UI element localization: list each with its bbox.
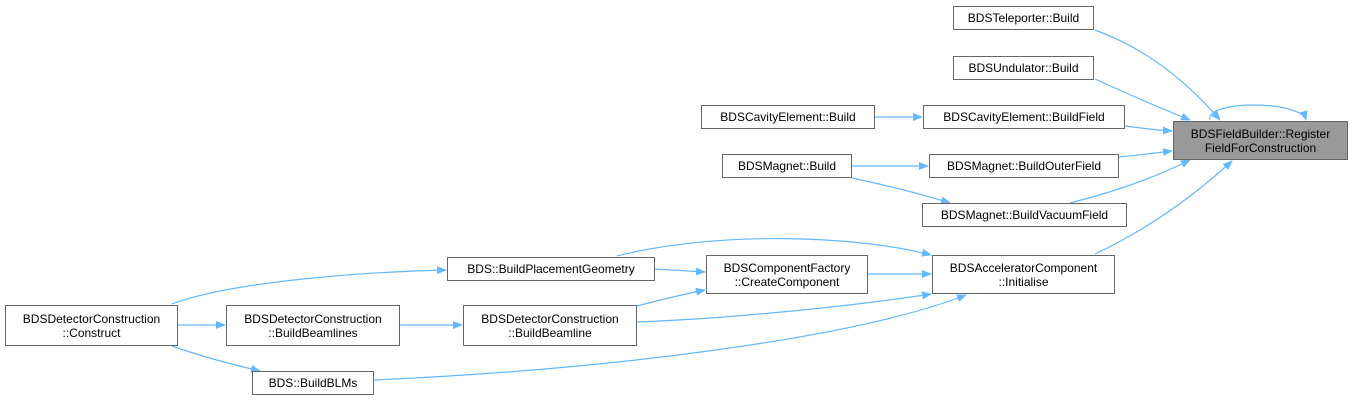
node-bdsdetectorconstruction-buildbeamline[interactable]: BDSDetectorConstruction ::BuildBeamline — [463, 305, 637, 346]
edge-placement-to-acc-init — [616, 238, 932, 257]
node-label: BDSUndulator::Build — [968, 61, 1079, 75]
node-bdsfieldbuilder-registerfieldforconstruction: BDSFieldBuilder::Register FieldForConstr… — [1173, 121, 1348, 160]
node-label-line1: BDSDetectorConstruction — [481, 311, 619, 326]
node-bds-buildblms[interactable]: BDS::BuildBLMs — [252, 371, 374, 395]
edge-cavity-field-to-register — [1124, 125, 1173, 135]
edge-det-beamline-to-acc-init — [636, 291, 932, 323]
edge-acc-init-to-register — [1094, 160, 1233, 255]
edge-register-self-loop — [1209, 104, 1308, 121]
node-bdscavityelement-buildfield[interactable]: BDSCavityElement::BuildField — [923, 105, 1125, 129]
node-label-line2: ::BuildBeamlines — [268, 325, 358, 340]
node-bdsmagnet-buildvacuumfield[interactable]: BDSMagnet::BuildVacuumField — [922, 203, 1127, 227]
node-label: BDSTeleporter::Build — [967, 11, 1080, 25]
node-label-line2: ::BuildBeamline — [508, 325, 592, 340]
node-bdsdetectorconstruction-construct[interactable]: BDSDetectorConstruction ::Construct — [5, 305, 178, 346]
node-label: BDSCavityElement::BuildField — [943, 110, 1105, 124]
node-label: BDSMagnet::BuildVacuumField — [940, 208, 1109, 222]
node-label-line2: ::Initialise — [998, 274, 1049, 289]
node-label-line1: BDSAcceleratorComponent — [949, 260, 1098, 275]
node-bdscavityelement-build[interactable]: BDSCavityElement::Build — [701, 105, 875, 129]
edge-magnet-outer-to-register — [1118, 148, 1173, 158]
edge-magnet-vacuum-to-register — [1069, 159, 1191, 204]
node-bdsacceleratorcomponent-initialise[interactable]: BDSAcceleratorComponent ::Initialise — [932, 255, 1115, 294]
node-bdsmagnet-buildouterfield[interactable]: BDSMagnet::BuildOuterField — [929, 154, 1119, 178]
edge-det-construct-to-placement — [171, 266, 447, 305]
edge-bdsundulator-build-to-register — [1094, 78, 1191, 121]
node-label-line1: BDSDetectorConstruction — [244, 311, 382, 326]
edge-placement-to-factory — [654, 267, 706, 276]
edge-det-beamline-to-factory — [636, 287, 706, 307]
node-label-line1: BDSDetectorConstruction — [22, 311, 161, 326]
node-bdsteleporter-build[interactable]: BDSTeleporter::Build — [953, 6, 1094, 30]
node-label-line2: FieldForConstruction — [1204, 140, 1317, 155]
node-label-line1: BDSFieldBuilder::Register — [1190, 126, 1331, 141]
edge-det-construct-to-blms — [171, 345, 261, 373]
node-bdsdetectorconstruction-buildbeamlines[interactable]: BDSDetectorConstruction ::BuildBeamlines — [226, 305, 400, 346]
node-bds-buildplacementgeometry[interactable]: BDS::BuildPlacementGeometry — [447, 257, 655, 281]
edge-bdsteleporter-build-to-register — [1094, 29, 1221, 121]
node-label: BDS::BuildBLMs — [268, 376, 358, 390]
node-label-line2: ::Construct — [62, 325, 121, 340]
edge-magnet-build-to-magnet-vacuum — [851, 177, 951, 205]
node-label: BDS::BuildPlacementGeometry — [467, 262, 635, 276]
node-bdsmagnet-build[interactable]: BDSMagnet::Build — [722, 154, 852, 178]
node-bdscomponentfactory-createcomponent[interactable]: BDSComponentFactory ::CreateComponent — [706, 255, 868, 294]
node-label: BDSMagnet::Build — [737, 159, 837, 173]
edge-blms-to-acc-init — [373, 294, 967, 381]
node-label: BDSMagnet::BuildOuterField — [946, 159, 1102, 173]
node-label-line2: ::CreateComponent — [734, 274, 840, 289]
node-label: BDSCavityElement::Build — [720, 110, 856, 124]
node-label-line1: BDSComponentFactory — [723, 260, 851, 275]
node-bdsundulator-build[interactable]: BDSUndulator::Build — [953, 56, 1094, 80]
